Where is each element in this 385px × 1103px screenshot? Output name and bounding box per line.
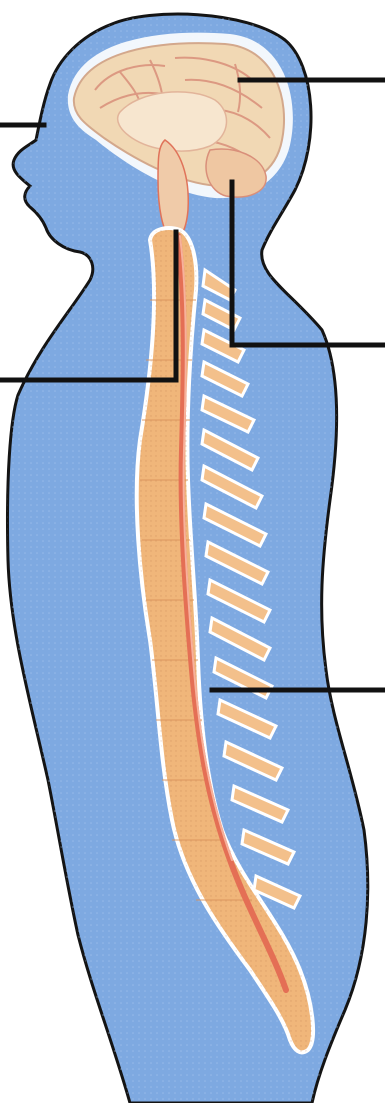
diagram-stage (0, 0, 385, 1103)
nervous-system-diagram (0, 0, 385, 1103)
